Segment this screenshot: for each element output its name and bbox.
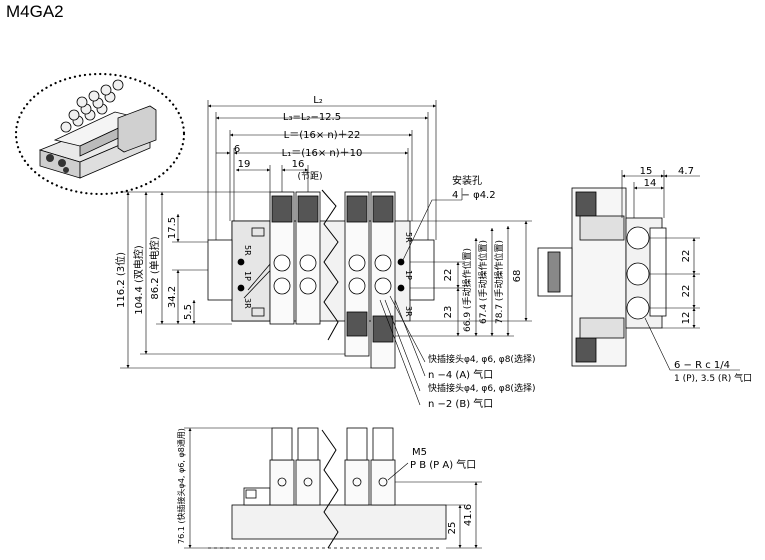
isometric-illustration — [14, 72, 186, 196]
callout-port-b: n −2 (B) 气口 — [428, 397, 493, 410]
dim-86: 86.2 (单电控) — [148, 236, 161, 299]
port-3r-left: 3R — [243, 298, 252, 309]
dim-116: 116.2 (3位) — [114, 252, 127, 308]
dim-22-b: 22 — [681, 285, 692, 298]
dim-16: 16 — [292, 159, 305, 170]
top-view-dimensions — [120, 100, 532, 406]
port-5r-left: 5R — [243, 245, 252, 256]
dim-4-7: 4.7 — [678, 166, 694, 177]
dim-15: 15 — [640, 166, 653, 177]
dim-68: 68 — [512, 270, 523, 283]
dim-6: 6 — [234, 144, 240, 155]
dim-17-5: 17.5 — [167, 217, 178, 239]
dim-78-7: 78.7 (手动操作位置) — [493, 240, 505, 324]
model-title: M4GA2 — [6, 2, 64, 21]
mount-hole-label: 安装孔 — [452, 174, 482, 187]
dim-22: 22 — [443, 269, 454, 282]
pilot-thread: M5 — [412, 447, 427, 458]
top-view-labels: L₂ L₃=L₂−12.5 L＝(16× n)＋22 L₁＝(16× n)＋10… — [114, 95, 535, 410]
side-port-names: 1 (P), 3.5 (R) 气口 — [674, 372, 752, 384]
dim-76-1: 76.1 (快插接头φ4, φ6, φ8通用) — [176, 428, 186, 544]
dim-66-9: 66.9 (手动操作位置) — [461, 248, 473, 332]
side-port-spec: 6 − R c 1/4 — [674, 360, 730, 371]
port-1p-right: 1P — [404, 270, 413, 280]
dim-19: 19 — [238, 159, 251, 170]
dim-pitch: (节距) — [297, 171, 322, 182]
dim-5-5: 5.5 — [183, 304, 194, 320]
callout-port-a: n −4 (A) 气口 — [428, 368, 493, 381]
port-3r-right: 3R — [404, 306, 413, 317]
top-view — [207, 189, 435, 369]
front-view-labels: 76.1 (快插接头φ4, φ6, φ8通用) 25 41.6 M5 P B (… — [176, 428, 476, 544]
dim-l2: L₂ — [313, 95, 323, 106]
dim-41-6: 41.6 — [463, 504, 474, 526]
dim-l3: L₃=L₂−12.5 — [283, 112, 341, 123]
dim-l: L＝(16× n)＋22 — [284, 130, 361, 141]
dim-22-a: 22 — [681, 250, 692, 263]
dim-23: 23 — [443, 306, 454, 319]
side-view-labels: 15 4.7 14 22 22 12 6 − R c 1/4 1 (P), 3.… — [640, 166, 752, 384]
mount-hole-spec: 4 − φ4.2 — [452, 190, 496, 201]
port-1p-left: 1P — [243, 271, 252, 281]
port-5r-right: 5R — [404, 232, 413, 243]
side-view — [537, 187, 667, 367]
dim-12: 12 — [681, 312, 692, 325]
front-view — [208, 427, 447, 549]
dim-67-4: 67.4 (手动操作位置) — [477, 240, 489, 324]
dim-34-2: 34.2 — [167, 286, 178, 308]
pilot-ports: P B (P A) 气口 — [410, 458, 476, 471]
dim-104: 104.4 (双电控) — [132, 245, 145, 315]
callout-fitting-a: 快插接头φ4, φ6, φ8(选择) — [428, 353, 535, 365]
front-view-dimensions — [184, 427, 482, 549]
callout-fitting-b: 快插接头φ4, φ6, φ8(选择) — [428, 382, 535, 394]
dim-25: 25 — [447, 522, 458, 535]
dim-l1: L₁＝(16× n)＋10 — [282, 148, 363, 159]
dim-14: 14 — [644, 178, 657, 189]
side-view-dimensions — [621, 170, 740, 371]
